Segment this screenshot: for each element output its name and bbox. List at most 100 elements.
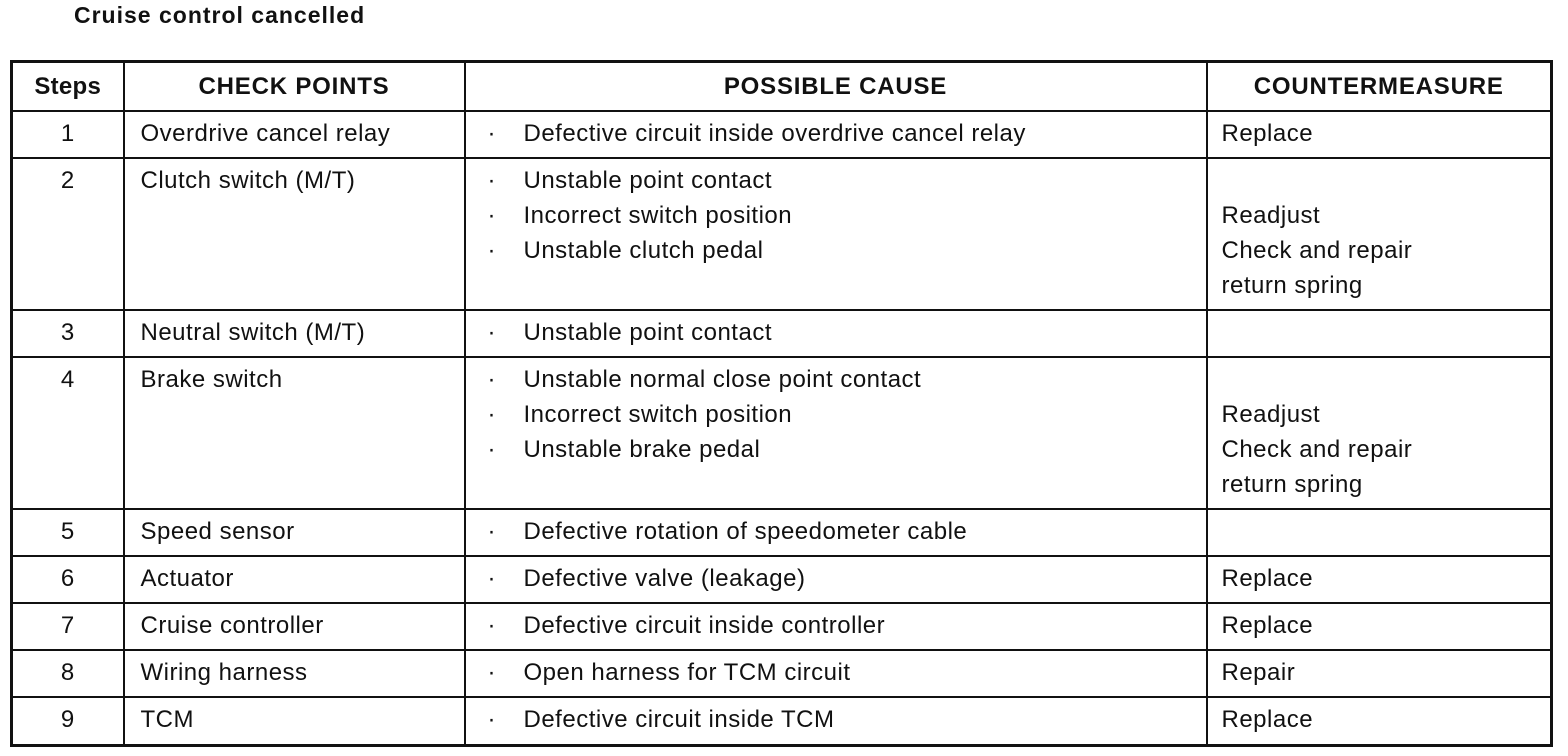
cause-item: · Unstable point contact <box>488 315 1206 350</box>
countermeasure-cell: Replace <box>1205 696 1553 746</box>
step-number: 1 <box>10 110 125 159</box>
step-number: 8 <box>10 649 125 698</box>
bullet-icon: · <box>487 237 496 264</box>
countermeasure-text: Replace <box>1221 120 1314 147</box>
countermeasure-cell: Replace <box>1205 602 1553 651</box>
countermeasure-text: Readjust <box>1221 401 1321 428</box>
countermeasure-text: return spring <box>1221 272 1363 299</box>
header-countermeasure: COUNTERMEASURE <box>1205 60 1553 112</box>
cause-text: Unstable brake pedal <box>523 436 761 463</box>
cause-item: · Defective circuit inside overdrive canc… <box>488 116 1206 151</box>
countermeasure-cell: Repair <box>1205 649 1553 698</box>
cause-item: · Incorrect switch position <box>488 198 1206 233</box>
cause-item: · Incorrect switch position <box>488 397 1206 432</box>
countermeasure-text: Replace <box>1221 612 1314 639</box>
step-number: 4 <box>10 356 125 510</box>
cause-item: · Unstable normal close point contact <box>488 362 1206 397</box>
cause-text: Unstable point contact <box>523 319 772 346</box>
cause-item: · Defective rotation of speedometer cable <box>488 514 1206 549</box>
cause-text: Incorrect switch position <box>523 202 793 229</box>
possible-cause-cell: · Defective rotation of speedometer cable <box>463 508 1208 557</box>
bullet-icon: · <box>487 120 496 147</box>
possible-cause-cell: · Unstable point contact <box>463 309 1208 358</box>
cause-text: Defective circuit inside TCM <box>523 706 835 733</box>
countermeasure-cell: Replace <box>1205 555 1553 604</box>
check-point: TCM <box>122 696 466 746</box>
countermeasure-cell <box>1205 508 1553 557</box>
cause-text: Unstable point contact <box>523 167 772 194</box>
step-number: 9 <box>10 696 125 746</box>
check-point: Cruise controller <box>122 602 466 651</box>
countermeasure-text: Replace <box>1221 706 1314 733</box>
cause-text: Unstable normal close point contact <box>523 366 922 393</box>
check-point: Overdrive cancel relay <box>122 110 466 159</box>
countermeasure-text: Check and repair <box>1221 436 1413 463</box>
bullet-icon: · <box>487 401 496 428</box>
bullet-icon: · <box>487 565 496 592</box>
step-number: 6 <box>10 555 125 604</box>
cause-item: · Unstable brake pedal <box>488 432 1206 467</box>
check-point: Brake switch <box>122 356 466 510</box>
countermeasure-text: Replace <box>1221 565 1314 592</box>
header-steps: Steps <box>10 60 125 112</box>
possible-cause-cell: · Defective valve (leakage) <box>463 555 1208 604</box>
cause-text: Defective rotation of speedometer cable <box>523 518 968 545</box>
possible-cause-cell: · Unstable point contact · Incorrect switch… <box>463 157 1208 311</box>
cause-item: · Defective circuit inside TCM <box>488 702 1206 737</box>
cause-item: · Unstable clutch pedal <box>488 233 1206 268</box>
possible-cause-cell: · Open harness for TCM circuit <box>463 649 1208 698</box>
troubleshooting-table: Steps CHECK POINTS POSSIBLE CAUSE COUNTE… <box>10 60 1553 747</box>
cause-text: Defective circuit inside overdrive cance… <box>523 120 1026 147</box>
cause-text: Defective valve (leakage) <box>523 565 806 592</box>
bullet-icon: · <box>487 167 496 194</box>
countermeasure-cell <box>1205 309 1553 358</box>
cause-item: · Defective valve (leakage) <box>488 561 1206 596</box>
check-point: Clutch switch (M/T) <box>122 157 466 311</box>
check-point: Speed sensor <box>122 508 466 557</box>
step-number: 3 <box>10 309 125 358</box>
bullet-icon: · <box>487 366 496 393</box>
check-point: Wiring harness <box>122 649 466 698</box>
bullet-icon: · <box>487 436 496 463</box>
bullet-icon: · <box>487 202 496 229</box>
step-number: 5 <box>10 508 125 557</box>
table-header-row: Steps CHECK POINTS POSSIBLE CAUSE COUNTE… <box>10 60 1553 112</box>
cause-text: Incorrect switch position <box>523 401 793 428</box>
possible-cause-cell: · Unstable normal close point contact · Inc… <box>463 356 1208 510</box>
bullet-icon: · <box>487 612 496 639</box>
bullet-icon: · <box>487 518 496 545</box>
possible-cause-cell: · Defective circuit inside TCM <box>463 696 1208 746</box>
header-check-points: CHECK POINTS <box>122 60 466 112</box>
countermeasure-cell: Replace <box>1205 110 1553 159</box>
check-point: Neutral switch (M/T) <box>122 309 466 358</box>
page-title: Cruise control cancelled <box>74 2 366 28</box>
countermeasure-text: return spring <box>1221 471 1363 498</box>
cause-text: Defective circuit inside controller <box>523 612 886 639</box>
cause-item: · Open harness for TCM circuit <box>488 655 1206 690</box>
bullet-icon: · <box>487 706 496 733</box>
step-number: 2 <box>10 157 125 311</box>
countermeasure-text: Repair <box>1221 659 1296 686</box>
cause-item: · Defective circuit inside controller <box>488 608 1206 643</box>
cause-text: Open harness for TCM circuit <box>523 659 851 686</box>
check-point: Actuator <box>122 555 466 604</box>
cause-text: Unstable clutch pedal <box>523 237 764 264</box>
cause-item: · Unstable point contact <box>488 163 1206 198</box>
countermeasure-text: Readjust <box>1221 202 1321 229</box>
bullet-icon: · <box>487 659 496 686</box>
step-number: 7 <box>10 602 125 651</box>
countermeasure-text: Check and repair <box>1221 237 1413 264</box>
bullet-icon: · <box>487 319 496 346</box>
